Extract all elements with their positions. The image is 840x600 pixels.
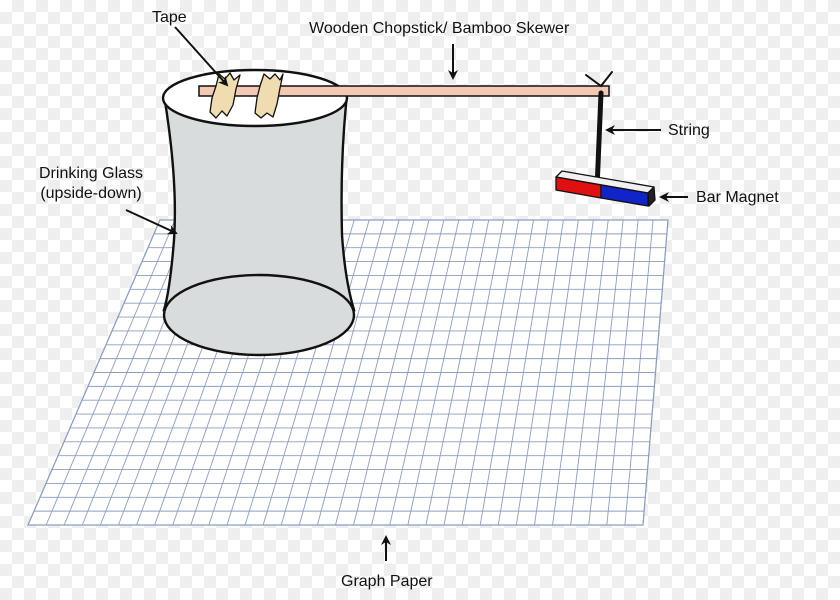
magnet-south-pole [600,184,649,207]
drinking-glass-label-line1: Drinking Glass [39,165,144,182]
tape-arrow [174,26,229,87]
graph-paper-label: Graph Paper [341,573,433,590]
glass-arrow [125,209,178,235]
string-label: String [668,122,710,139]
glass-bottom-ellipse [161,68,349,128]
tape-piece-right [254,73,284,119]
glass-rim-ellipse [162,273,356,357]
bar-magnet-label: Bar Magnet [696,189,779,206]
drinking-glass [161,68,356,357]
string [585,71,613,192]
chopstick-label: Wooden Chopstick/ Bamboo Skewer [309,20,570,37]
drinking-glass-label: Drinking Glass (upside-down) [39,164,143,204]
drinking-glass-label-line2: (upside-down) [40,185,142,202]
tape-pieces [209,72,284,119]
pointer-arrows [125,26,688,561]
bar-magnet [555,170,656,207]
graph-paper [27,219,669,526]
tape-piece-left [209,72,241,119]
tape-label: Tape [152,9,187,26]
chopstick [198,85,610,97]
